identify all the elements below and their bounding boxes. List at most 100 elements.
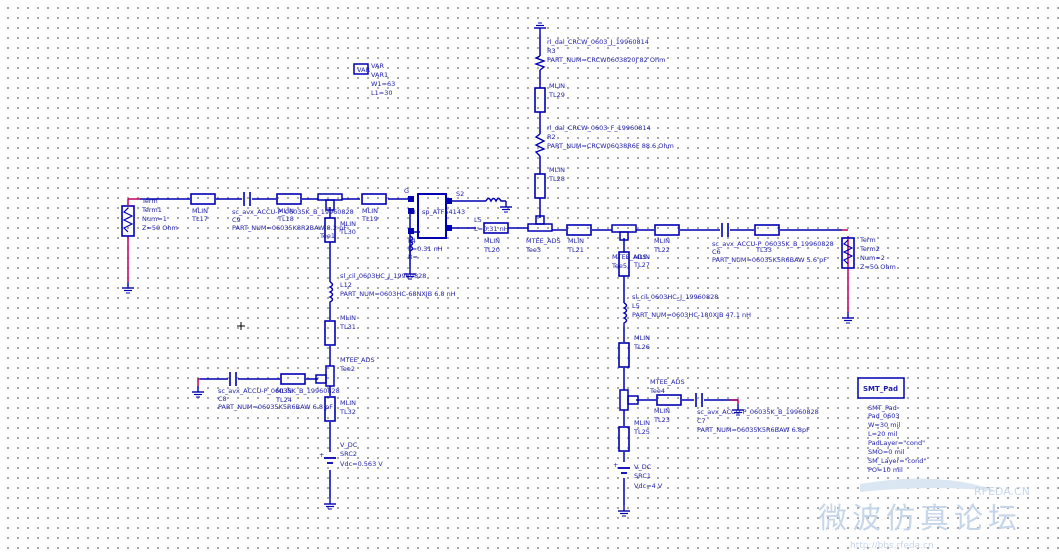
watermark-title: 微波仿真论坛 <box>818 501 1022 535</box>
mlin-type-label: MLIN <box>549 82 565 90</box>
mlin-tl22[interactable] <box>654 224 680 236</box>
port-wires <box>127 198 849 404</box>
capacitor-c9[interactable] <box>243 192 251 206</box>
pad-line: Pad_0603 <box>868 412 900 420</box>
resistor-r2[interactable] <box>534 133 546 157</box>
mlin-type-label: MLIN <box>340 220 356 228</box>
c6-lib: sc_avx_ACCU-P_06035K_B_19960828 <box>712 240 834 248</box>
l5-lib: sl_cil_0603HC_J_19960828 <box>632 293 718 301</box>
mlin-tl33[interactable] <box>754 224 780 236</box>
tee-label: Tee4 <box>649 387 665 395</box>
inductor-l5[interactable] <box>622 302 628 327</box>
pad-line: SMT_Pad <box>868 404 897 412</box>
l5-name: L5 <box>632 302 640 310</box>
tee-label: Tee2 <box>339 365 355 373</box>
l5-part: PART_NUM=0603HC-180XJB 47.1 nH <box>632 311 751 319</box>
c7-name: C7 <box>697 417 706 425</box>
ground-icon <box>121 281 135 294</box>
term2-port[interactable] <box>841 237 855 269</box>
r2-part: PART_NUM=CRCW06038R6F 88.6 Ohm <box>547 142 674 150</box>
tee3[interactable] <box>527 215 553 232</box>
var-line: L1=30 <box>371 89 392 97</box>
dc-source-src1[interactable]: + <box>613 461 630 474</box>
mlin-tl24[interactable] <box>280 373 306 385</box>
mlin-tl17[interactable] <box>190 193 216 205</box>
term2-title: Term <box>859 236 876 244</box>
mlin-tl26[interactable] <box>618 342 630 368</box>
l12-part: PART_NUM=0603HC-68NXJB 6.8 nH <box>340 290 456 298</box>
fet-atf54143[interactable] <box>408 193 452 239</box>
mlin-tl25[interactable] <box>618 426 630 452</box>
c7-part: PART_NUM=06035K5R6BAW 6.8pF <box>697 426 810 434</box>
dc-source-src2[interactable]: + <box>319 451 336 464</box>
mlin-label: TL31 <box>339 323 356 331</box>
mlin-label: TL32 <box>339 408 356 416</box>
fet-s2-label: S2 <box>456 190 464 198</box>
tee-type-label: MTEE_ADS <box>526 237 561 245</box>
smt-pad-block[interactable]: SMT_Pad SMT_Pad Pad_0603 W=30 mil L=20 m… <box>857 377 926 474</box>
l5b-value: L=0.31 nH <box>474 225 509 233</box>
var-icon[interactable] <box>353 63 369 75</box>
term2-line: Num=2 <box>860 254 885 262</box>
tee5[interactable] <box>611 224 637 241</box>
mlin-type-label: MLIN <box>654 237 670 245</box>
mlin-type-label: MLIN <box>484 237 500 245</box>
mlin-tl21[interactable] <box>566 224 592 236</box>
src1-value: Vdc=4 V <box>634 482 663 490</box>
ground-icon <box>191 385 205 398</box>
wires <box>140 34 842 505</box>
labels: VAR VAR1 W1=63 L1=30 Term Term1 Num=1 Z=… <box>141 38 896 490</box>
r2-lib: rl_dal_CRCW_0603_F_19960814 <box>547 124 651 132</box>
smt-pad-button[interactable]: SMT_Pad <box>863 385 898 393</box>
mlin-type-label: MLIN <box>634 334 650 342</box>
tee4[interactable] <box>619 389 639 411</box>
mlin-tl29[interactable] <box>534 87 546 113</box>
tee-label: Tee1 <box>319 232 335 240</box>
inductor-l4[interactable] <box>408 235 414 256</box>
fet-lib: sp_ATF54143 <box>422 208 465 216</box>
resistor-r3[interactable] <box>534 55 546 71</box>
watermark-url: http://bbs.rfeda.cn <box>850 541 934 551</box>
capacitor-c7[interactable] <box>695 393 703 407</box>
c6-part: PART_NUM=06035K5R6BAW 5.6 pF <box>712 256 827 264</box>
mlin-label: TL19 <box>361 215 378 223</box>
capacitor-c8[interactable] <box>229 372 237 386</box>
tee-type-label: MTEE_ADS <box>650 378 685 386</box>
fet-name: L8 <box>408 208 416 216</box>
term1-line: Term1 <box>141 206 162 214</box>
mlin-tl28[interactable] <box>534 173 546 199</box>
mlin-label: TL30 <box>339 228 356 236</box>
mlin-tl23[interactable] <box>656 394 682 406</box>
mlin-label: TL22 <box>653 246 670 254</box>
term1-title: Term <box>141 197 158 205</box>
watermark: RFEDA.CN 微波仿真论坛 http://bbs.rfeda.cn <box>818 478 1030 551</box>
mlin-tl31[interactable] <box>324 320 336 346</box>
ground-icon <box>323 497 337 510</box>
r3-part: PART_NUM=CRCW0603820J 82 Ohm <box>547 56 665 64</box>
tee2[interactable] <box>315 365 335 387</box>
svg-text:+: + <box>613 461 618 469</box>
mlin-label: TL29 <box>548 91 565 99</box>
pad-line: W=30 mil <box>868 421 900 429</box>
mlin-label: TL33 <box>755 246 772 254</box>
tee-label: Tee3 <box>525 246 541 254</box>
src2-name: SRC2 <box>340 450 357 458</box>
mlin-tl19[interactable] <box>361 193 387 205</box>
inductor-l12[interactable] <box>328 281 334 305</box>
c9-lib: sc_avx_ACCU-P_06035K_B_19960828 <box>232 208 354 216</box>
tee1[interactable] <box>317 193 343 211</box>
var-line: VAR1 <box>371 71 388 79</box>
mlin-tl18[interactable] <box>276 193 302 205</box>
term1-line: Num=1 <box>142 215 167 223</box>
r3-lib: rl_dal_CRCW_0603_J_19960814 <box>547 38 649 46</box>
inductor-ls[interactable] <box>485 197 506 203</box>
mlin-type-label: MLIN <box>278 207 294 215</box>
term2-line: Z=50 Ohm <box>860 263 896 271</box>
watermark-logo: RFEDA.CN <box>974 485 1030 498</box>
term1-port[interactable] <box>121 199 135 237</box>
mlin-label: TL24 <box>275 396 292 404</box>
pad-line: PO=10 mil <box>868 466 903 474</box>
capacitor-c6[interactable] <box>721 223 729 237</box>
src2-value: Vdc=0.563 V <box>340 460 383 468</box>
